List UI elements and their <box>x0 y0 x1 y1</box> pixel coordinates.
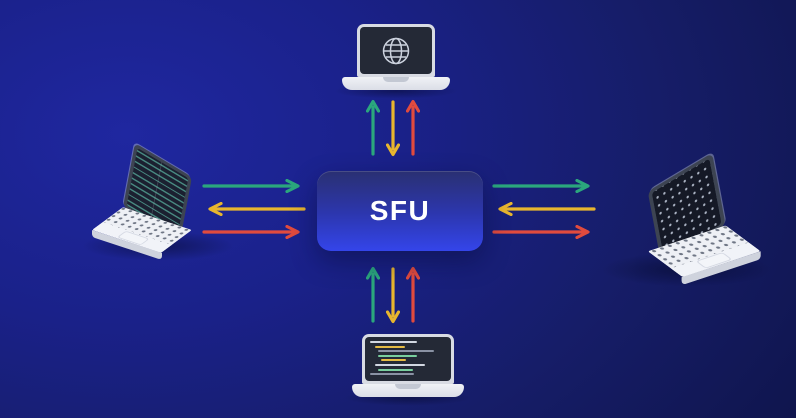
code-line <box>377 354 418 357</box>
link-left-arrows <box>202 179 306 239</box>
client-right-laptop <box>593 146 779 288</box>
code-line <box>370 341 418 343</box>
arrow-yellow-left <box>208 202 306 216</box>
code-line <box>380 359 407 362</box>
client-top-screen <box>360 27 432 74</box>
arrow-green-up <box>366 99 380 156</box>
client-bottom-screen <box>365 337 451 381</box>
laptop-base <box>352 384 464 397</box>
arrow-red-up <box>406 266 420 323</box>
code-line <box>374 345 405 348</box>
code-line <box>377 350 434 353</box>
link-bottom-arrows <box>366 266 420 324</box>
arrow-green-right <box>202 179 300 193</box>
arrow-yellow-down <box>386 267 400 324</box>
client-left-laptop <box>76 130 240 262</box>
arrow-yellow-down <box>386 100 400 157</box>
link-right-arrows <box>492 179 596 239</box>
arrow-red-right <box>492 225 590 239</box>
code-line <box>377 368 413 371</box>
laptop-mirror-wrapper <box>593 138 779 288</box>
laptop-base <box>342 77 450 90</box>
link-top-arrows <box>366 99 420 157</box>
sfu-label: SFU <box>369 195 431 226</box>
laptop-hinge-notch <box>395 384 421 389</box>
laptop-hinge-notch <box>383 77 409 82</box>
sfu-node: SFU <box>317 171 483 251</box>
arrow-red-up <box>406 99 420 156</box>
arrow-green-right <box>492 179 590 193</box>
globe-icon <box>382 37 410 64</box>
laptop-lid <box>362 334 454 384</box>
client-top-laptop <box>332 24 460 99</box>
laptop-lid <box>357 24 435 77</box>
client-bottom-laptop <box>342 334 474 406</box>
code-line <box>374 363 425 366</box>
arrow-green-up <box>366 266 380 323</box>
code-line <box>370 373 415 376</box>
arrow-yellow-left <box>498 202 596 216</box>
